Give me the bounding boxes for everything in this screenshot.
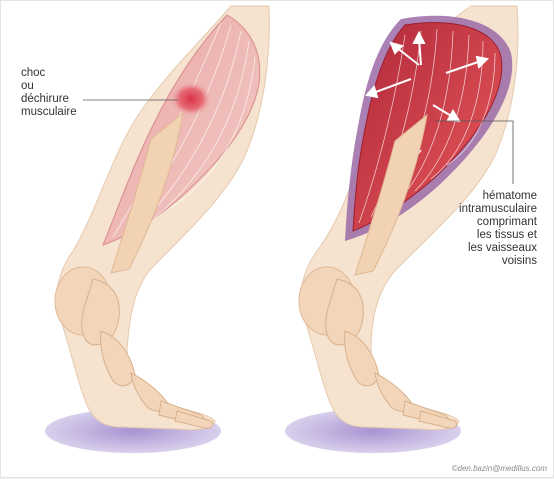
left-annotation-line-4: musculaire <box>21 106 77 119</box>
right-annotation-line-6: voisins <box>459 255 537 268</box>
tear-spot <box>171 82 211 116</box>
right-annotation-line-3: comprimant <box>459 216 537 229</box>
left-leg <box>45 6 269 453</box>
left-annotation-line-1: choc <box>21 67 77 80</box>
right-annotation-line-2: intramusculaire <box>459 203 537 216</box>
right-annotation-line-1: hématome <box>459 190 537 203</box>
image-credit: ©den.bazin@medillus.com <box>452 464 547 473</box>
right-annotation-line-4: les tissus et <box>459 229 537 242</box>
left-annotation-line-2: ou <box>21 80 77 93</box>
left-annotation-line-3: déchirure <box>21 93 77 106</box>
left-annotation: choc ou déchirure musculaire <box>21 67 77 119</box>
right-annotation: hématome intramusculaire comprimant les … <box>459 190 537 268</box>
right-annotation-line-5: les vaisseaux <box>459 242 537 255</box>
